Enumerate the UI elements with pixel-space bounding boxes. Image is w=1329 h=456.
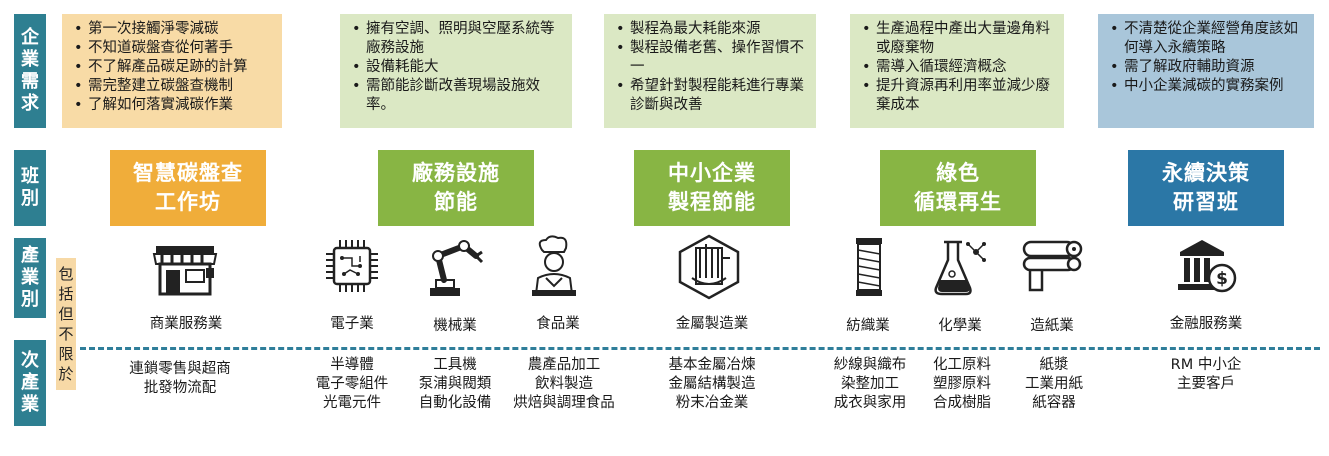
sub-industry-list: 半導體電子零組件光電元件 bbox=[315, 357, 389, 411]
needs-box-3: 製程為最大耗能來源 製程設備老舊、操作習慣不一 希望針對製程能耗進行專業診斷與改… bbox=[604, 14, 816, 128]
sub-industry-list: 紗線與織布染整加工成衣與家用 bbox=[833, 357, 907, 411]
row-label-needs: 企業需求 bbox=[14, 14, 46, 128]
need-item: 不清楚從企業經營角度該如何導入永續策略 bbox=[1110, 20, 1304, 58]
need-item: 需了解政府輔助資源 bbox=[1110, 58, 1304, 77]
need-item: 需完整建立碳盤查機制 bbox=[74, 77, 272, 96]
row-label-industry: 產業別 bbox=[14, 238, 46, 318]
chef-icon bbox=[532, 235, 576, 296]
need-item: 製程為最大耗能來源 bbox=[616, 20, 806, 39]
industry-label: 金融服務業 bbox=[1169, 316, 1243, 332]
need-item: 擁有空調、照明與空壓系統等廠務設施 bbox=[352, 20, 562, 58]
svg-text:$: $ bbox=[1216, 269, 1228, 289]
divider-dashed bbox=[80, 347, 1320, 350]
need-item: 中小企業減碳的實務案例 bbox=[1110, 77, 1304, 96]
robot-arm-icon bbox=[430, 240, 484, 296]
industry-label: 金屬製造業 bbox=[675, 316, 749, 332]
need-item: 需節能診斷改善現場設施效率。 bbox=[352, 77, 562, 115]
metal-reactor-icon bbox=[678, 234, 740, 300]
flask-icon bbox=[934, 240, 986, 296]
row-label-sub-industry: 次產業 bbox=[14, 340, 46, 426]
chip-icon bbox=[326, 240, 378, 292]
bank-icon: $ bbox=[1178, 240, 1237, 293]
program-box-1: 智慧碳盤查工作坊 bbox=[110, 150, 266, 226]
need-item: 生產過程中產出大量邊角料或廢棄物 bbox=[862, 20, 1054, 58]
include-label: 包括但不限於 bbox=[56, 258, 76, 390]
industry-label: 化學業 bbox=[938, 318, 982, 334]
need-item: 不了解產品碳足跡的計算 bbox=[74, 58, 272, 77]
needs-box-1: 第一次接觸淨零減碳 不知道碳盤查從何著手 不了解產品碳足跡的計算 需完整建立碳盤… bbox=[62, 14, 282, 128]
sub-industry-list: 基本金屬冶煉金屬結構製造粉末冶金業 bbox=[668, 357, 756, 411]
need-item: 了解如何落實減碳作業 bbox=[74, 96, 272, 115]
industry-label: 電子業 bbox=[330, 316, 374, 332]
program-box-2: 廠務設施節能 bbox=[378, 150, 534, 226]
sub-industry-list: 紙漿工業用紙紙容器 bbox=[1025, 357, 1083, 411]
industry-label: 商業服務業 bbox=[149, 316, 223, 332]
program-box-5: 永續決策研習班 bbox=[1128, 150, 1284, 226]
need-item: 製程設備老舊、操作習慣不一 bbox=[616, 39, 806, 77]
need-item: 不知道碳盤查從何著手 bbox=[74, 39, 272, 58]
need-item: 第一次接觸淨零減碳 bbox=[74, 20, 272, 39]
industry-label: 機械業 bbox=[433, 318, 477, 334]
sub-industry-list: 農產品加工飲料製造烘焙與調理食品 bbox=[513, 357, 615, 411]
sub-industry-list: 連鎖零售與超商批發物流配 bbox=[129, 361, 231, 396]
sub-industry-list: 工具機泵浦與閥類自動化設備 bbox=[418, 357, 492, 411]
row-label-class: 班別 bbox=[14, 150, 46, 226]
sub-industry-list: 化工原料塑膠原料合成樹脂 bbox=[933, 357, 991, 411]
industry-label: 紡織業 bbox=[846, 318, 890, 334]
need-item: 提升資源再利用率並減少廢棄成本 bbox=[862, 77, 1054, 115]
industry-label: 食品業 bbox=[536, 316, 580, 332]
program-box-4: 綠色循環再生 bbox=[880, 150, 1036, 226]
sub-industry-list: RM 中小企主要客戶 bbox=[1170, 357, 1242, 392]
program-box-3: 中小企業製程節能 bbox=[634, 150, 790, 226]
storefront-icon bbox=[152, 246, 218, 296]
need-item: 希望針對製程能耗進行專業診斷與改善 bbox=[616, 77, 806, 115]
need-item: 設備耗能大 bbox=[352, 58, 562, 77]
needs-box-4: 生產過程中產出大量邊角料或廢棄物 需導入循環經濟概念 提升資源再利用率並減少廢棄… bbox=[850, 14, 1064, 128]
need-item: 需導入循環經濟概念 bbox=[862, 58, 1054, 77]
paper-roll-icon bbox=[1022, 240, 1083, 292]
needs-box-2: 擁有空調、照明與空壓系統等廠務設施 設備耗能大 需節能診斷改善現場設施效率。 bbox=[340, 14, 572, 128]
needs-box-5: 不清楚從企業經營角度該如何導入永續策略 需了解政府輔助資源 中小企業減碳的實務案… bbox=[1098, 14, 1314, 128]
thread-spool-icon bbox=[856, 238, 882, 296]
industry-label: 造紙業 bbox=[1030, 318, 1074, 334]
